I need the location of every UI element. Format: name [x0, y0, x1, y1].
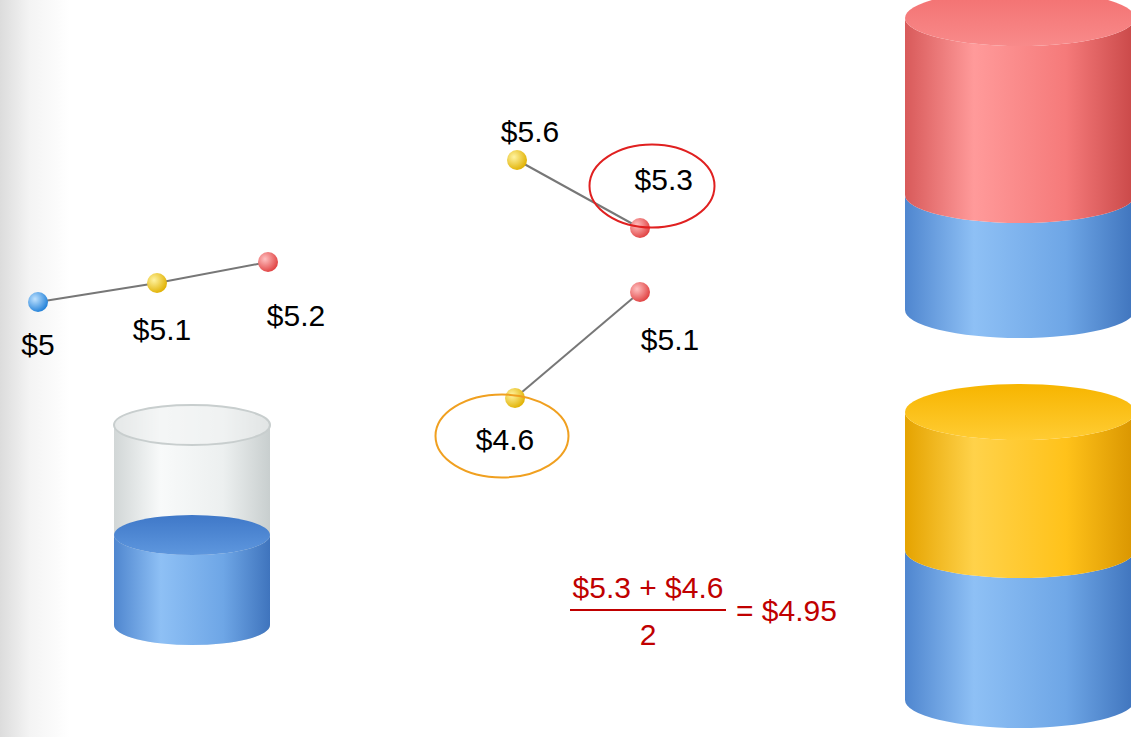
price-label: $5.1: [133, 313, 191, 348]
price-label: $5.6: [501, 115, 559, 150]
price-label: $5: [21, 328, 54, 363]
red-blue-cylinder: [905, 0, 1131, 338]
formula-denominator: 2: [640, 618, 657, 653]
price-label: $5.1: [641, 323, 699, 358]
circled-price: $5.3: [588, 143, 716, 229]
price-path: [28, 252, 278, 312]
circled-price: $4.6: [434, 393, 570, 479]
price-label: $4.6: [476, 423, 534, 458]
price-path: [505, 282, 650, 408]
fraction-bar: [570, 609, 726, 611]
price-label: $5.3: [635, 163, 693, 198]
formula-result: = $4.95: [736, 594, 837, 629]
glass-cylinder: [114, 405, 270, 645]
price-label: $5.2: [267, 299, 325, 334]
yellow-blue-cylinder: [905, 384, 1131, 728]
formula-numerator: $5.3 + $4.6: [573, 571, 724, 606]
